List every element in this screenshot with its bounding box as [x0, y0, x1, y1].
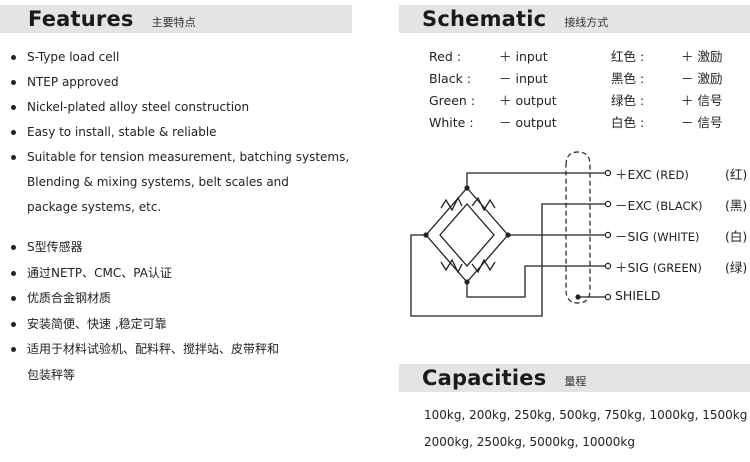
feature-item-text: 通过NETP、CMC、PA认证	[27, 265, 172, 280]
terminal-minus-exc: －EXC (BLACK) (黑)	[615, 195, 747, 214]
terminal-label: －EXC	[615, 198, 652, 213]
feature-item-text: S-Type load cell	[27, 50, 120, 64]
terminal-label: －SIG	[615, 229, 649, 244]
terminal-plus-sig: ＋SIG (GREEN) (绿)	[615, 257, 747, 276]
wire-signal-cn: － 信号	[681, 115, 723, 130]
wire-color-en: Black :	[429, 71, 472, 86]
wire-color-cn: 白色 :	[611, 115, 645, 130]
terminal-color: (WHITE)	[652, 230, 700, 244]
wire-signal-en: － input	[499, 71, 548, 86]
terminal-icon	[604, 169, 612, 177]
feature-item-text: package systems, etc.	[27, 200, 162, 214]
feature-item: 适用于材料试验机、配料秤、搅拌站、皮带秤和包装秤等	[11, 337, 351, 388]
terminal-icon	[604, 293, 612, 301]
wire-signal-cn: ＋ 激励	[681, 49, 723, 64]
feature-item: Nickel-plated alloy steel construction	[11, 95, 351, 120]
bridge-outer	[425, 187, 509, 283]
wire-plus-exc	[466, 172, 606, 188]
feature-item-text: Blending & mixing systems, belt scales a…	[27, 175, 289, 189]
features-list-cn: S型传感器通过NETP、CMC、PA认证优质合金钢材质安装简便、快速 ,稳定可靠…	[11, 235, 351, 388]
wire-color-cn: 红色 :	[611, 49, 645, 64]
feature-item-text: Suitable for tension measurement, batchi…	[27, 150, 350, 164]
capacities-line-1: 100kg, 200kg, 250kg, 500kg, 750kg, 1000k…	[424, 408, 748, 422]
terminal-icon	[604, 231, 612, 239]
feature-item: 优质合金钢材质	[11, 286, 351, 312]
wire-signal-cn: － 激励	[681, 71, 723, 86]
feature-item-text: 适用于材料试验机、配料秤、搅拌站、皮带秤和	[27, 342, 280, 356]
feature-item: S-Type load cell	[11, 45, 351, 70]
schematic-subtitle: 接线方式	[564, 16, 609, 29]
resistor-icon	[440, 196, 463, 212]
feature-item: S型传感器	[11, 235, 351, 261]
schematic-header: Schematic 接线方式	[399, 5, 750, 33]
schematic-title: Schematic	[422, 7, 547, 31]
terminal-icon	[604, 200, 612, 208]
wire-color-en: White :	[429, 115, 474, 130]
feature-item-text: 包装秤等	[27, 367, 76, 382]
feature-item: 安装简便、快速 ,稳定可靠	[11, 312, 351, 338]
wire-row-green: Green : ＋ output 绿色 : ＋ 信号	[429, 90, 749, 112]
capacities-title: Capacities	[422, 366, 547, 390]
capacities-header: Capacities 量程	[399, 364, 750, 392]
shield-tube	[565, 151, 591, 304]
terminal-color: (BLACK)	[655, 199, 703, 213]
terminal-label: ＋EXC	[615, 167, 652, 182]
terminal-icon	[604, 262, 612, 270]
feature-item-text: Easy to install, stable & reliable	[27, 125, 217, 139]
wire-color-cn: 黑色 :	[611, 71, 645, 86]
feature-item: Easy to install, stable & reliable	[11, 120, 351, 145]
feature-item-text: NTEP approved	[27, 75, 119, 89]
capacities-subtitle: 量程	[564, 375, 587, 388]
terminal-color: (RED)	[655, 168, 689, 182]
feature-item-text: 优质合金钢材质	[27, 291, 112, 305]
features-title: Features	[28, 7, 134, 31]
wire-color-en: Red :	[429, 49, 461, 64]
terminal-color-cn: (黑)	[725, 198, 748, 213]
wire-signal-en: ＋ input	[499, 49, 548, 64]
feature-item-text: S型传感器	[27, 240, 83, 254]
terminal-label: SHIELD	[615, 288, 661, 303]
wire-signal-cn: ＋ 信号	[681, 93, 723, 108]
wire-row-white: White : － output 白色 : － 信号	[429, 112, 749, 134]
feature-item: NTEP approved	[11, 70, 351, 95]
terminal-label: ＋SIG	[615, 260, 649, 275]
feature-item-text: Nickel-plated alloy steel construction	[27, 100, 250, 114]
wire-minus-exc	[410, 203, 606, 317]
terminal-minus-sig: －SIG (WHITE) (白)	[615, 226, 747, 245]
features-header: Features 主要特点	[0, 5, 352, 33]
capacities-line-2: 2000kg, 2500kg, 5000kg, 10000kg	[424, 435, 635, 449]
wire-row-black: Black : － input 黑色 : － 激励	[429, 68, 749, 90]
terminal-plus-exc: ＋EXC (RED) (红)	[615, 164, 747, 183]
wire-color-table: Red : ＋ input 红色 : ＋ 激励 Black : － input …	[429, 46, 749, 134]
terminal-color: (GREEN)	[652, 261, 702, 275]
feature-item: Suitable for tension measurement, batchi…	[11, 145, 351, 220]
terminal-color-cn: (红)	[725, 167, 748, 182]
terminal-color-cn: (白)	[725, 229, 748, 244]
wire-plus-sig	[466, 265, 606, 298]
terminal-shield: SHIELD	[615, 288, 661, 303]
resistor-icon	[471, 196, 496, 212]
resistor-icon	[440, 258, 463, 274]
wire-row-red: Red : ＋ input 红色 : ＋ 激励	[429, 46, 749, 68]
wire-color-en: Green :	[429, 93, 476, 108]
terminal-color-cn: (绿)	[725, 260, 748, 275]
resistor-icon	[471, 258, 496, 274]
bridge-inner	[439, 203, 495, 267]
wire-signal-en: ＋ output	[499, 93, 557, 108]
features-subtitle: 主要特点	[151, 16, 196, 29]
feature-item-text: 安装简便、快速 ,稳定可靠	[27, 316, 167, 331]
wire-signal-en: － output	[499, 115, 557, 130]
wire-color-cn: 绿色 :	[611, 93, 645, 108]
feature-item: 通过NETP、CMC、PA认证	[11, 261, 351, 287]
